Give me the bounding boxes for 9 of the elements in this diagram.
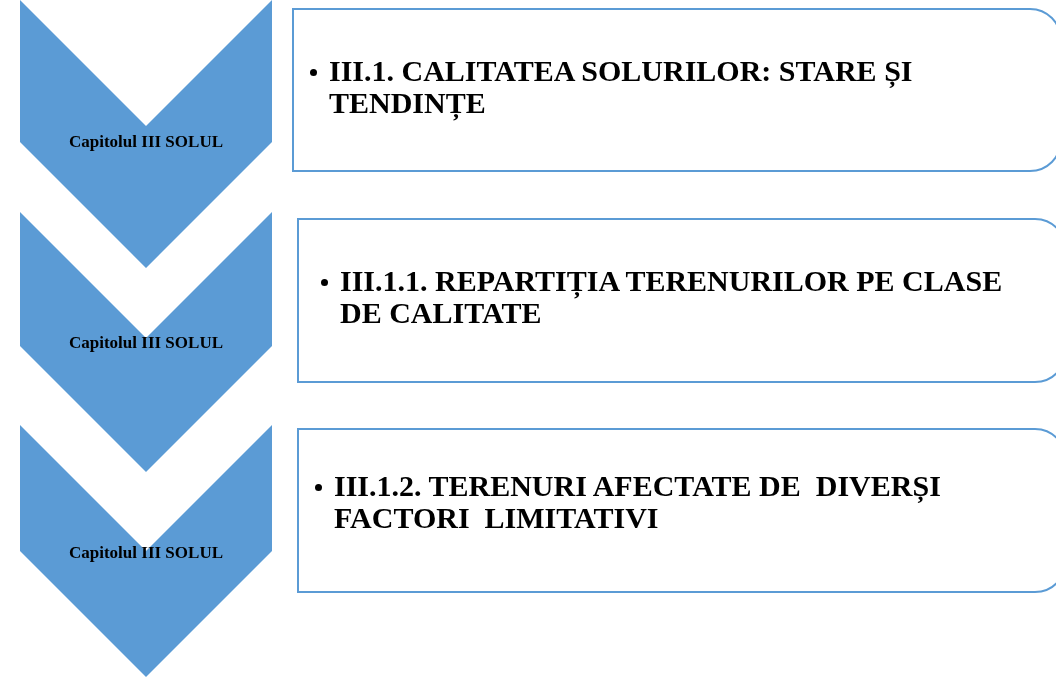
- chevron-label: Capitolul III SOLUL: [68, 543, 224, 563]
- section-heading: III.1. CALITATEA SOLURILOR: STARE ȘI TENDINȚE: [329, 55, 914, 119]
- chevron-label: Capitolul III SOLUL: [68, 132, 224, 152]
- section-heading: III.1.2. TERENURI AFECTATE DE DIVERȘI FACTORI LIMITATIVI: [334, 470, 942, 534]
- text-panel: [297, 428, 1056, 593]
- text-panel: [297, 218, 1056, 383]
- chevron-label: Capitolul III SOLUL: [68, 333, 224, 353]
- section-heading: III.1.1. REPARTIȚIA TERENURILOR PE CLASE DE CALITATE: [340, 265, 1004, 329]
- text-panel: [292, 8, 1056, 172]
